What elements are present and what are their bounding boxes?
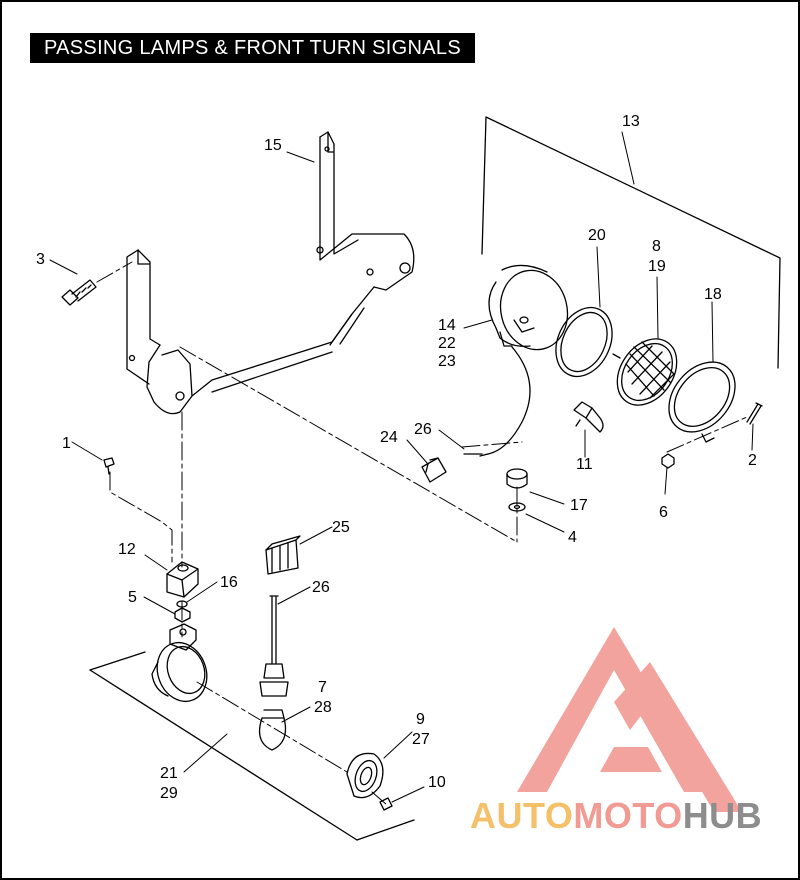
callout-9-27: 9 27 [412,711,430,748]
svg-text:23: 23 [438,353,456,370]
svg-text:9: 9 [416,711,425,728]
callout-24: 24 [380,429,398,446]
nut-6 [661,453,675,469]
grommet-17 [506,468,528,489]
callout-7-28: 7 28 [314,679,332,716]
screw-10 [379,797,393,811]
connector-24 [421,457,447,483]
svg-text:14: 14 [438,317,456,334]
nut-5 [174,607,191,623]
watermark-part-moto: MOTO [573,795,683,836]
callout-15: 15 [264,137,282,154]
callout-4: 4 [568,529,577,546]
callout-16: 16 [220,574,238,591]
callout-17: 17 [570,497,588,514]
clamp-12 [166,561,199,598]
svg-text:8: 8 [652,238,661,255]
svg-text:29: 29 [160,785,178,802]
bolt-3 [61,279,97,306]
washer-16 [176,600,188,608]
callout-3: 3 [36,251,45,268]
callout-21-29: 21 29 [160,765,178,802]
mounting-bracket [126,131,415,415]
svg-text:22: 22 [438,335,456,352]
lamp-cable [479,346,531,457]
group-bracket-21 [89,651,415,841]
screw-1 [103,457,115,475]
callout-11: 11 [576,456,593,473]
svg-text:28: 28 [314,699,332,716]
callout-labels: 3 15 13 1 14 22 23 20 8 19 18 11 2 6 24 … [36,113,757,802]
socket-26-lower [259,595,289,697]
callout-20: 20 [588,227,606,244]
screw-2 [746,402,763,425]
leader-lines [49,131,754,803]
callout-12: 12 [118,541,136,558]
callout-26-upper: 26 [414,421,432,438]
callout-2: 2 [748,452,757,469]
callout-26-lower: 26 [312,579,330,596]
lens-9 [346,752,384,799]
bulb-7 [258,709,287,751]
lamp-housing [488,264,569,351]
watermark-text: AUTOMOTOHUB [470,795,762,837]
turn-signal-housing [151,623,208,703]
callout-5: 5 [128,589,137,606]
gasket-ring [555,306,613,378]
watermark-part-hub: HUB [682,795,763,836]
wire-terminal-25 [265,535,301,575]
svg-text:7: 7 [318,679,327,696]
watermark-logo [517,627,742,812]
svg-text:21: 21 [160,765,178,782]
callout-14-22-23: 14 22 23 [438,317,456,370]
centerlines [96,261,748,806]
svg-text:19: 19 [648,258,666,275]
callout-8-19: 8 19 [648,238,666,275]
callout-13: 13 [622,113,640,130]
svg-text:27: 27 [412,731,430,748]
trim-ring [668,361,736,443]
sealed-beam-lamp [612,338,678,406]
callout-6: 6 [659,504,668,521]
diagram-title: PASSING LAMPS & FRONT TURN SIGNALS [30,33,475,63]
callout-25: 25 [332,519,350,536]
group-bracket-13 [481,116,781,369]
washer-4 [508,502,526,512]
bulb-11 [573,401,604,433]
watermark-part-auto: AUTO [470,795,574,836]
callout-10: 10 [428,774,446,791]
callout-18: 18 [704,286,722,303]
callout-1: 1 [62,435,71,452]
